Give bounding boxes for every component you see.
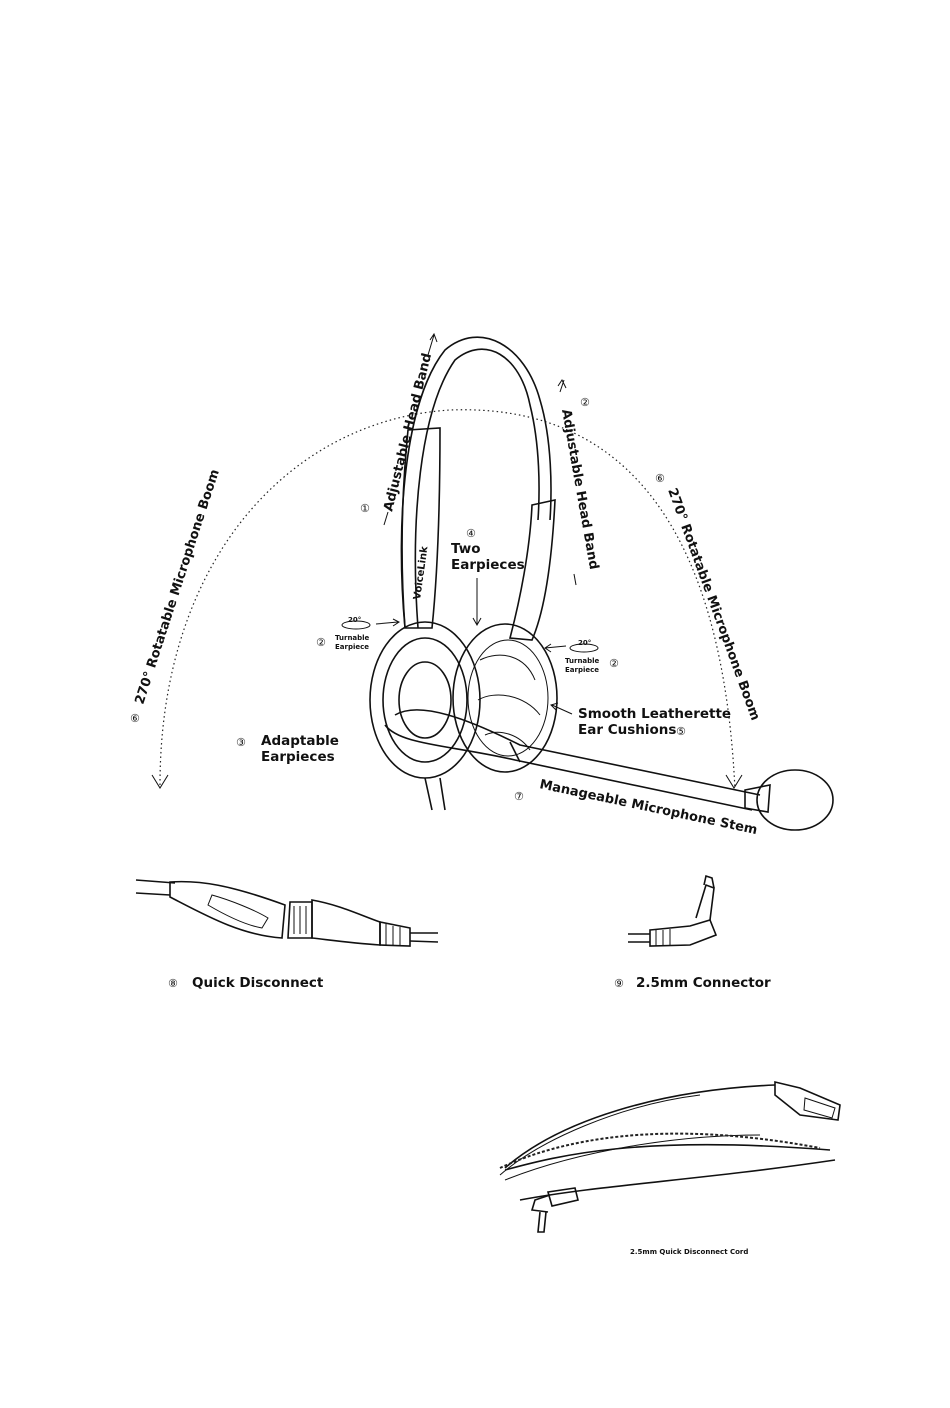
number-1: ① bbox=[360, 502, 370, 515]
number-3: ③ bbox=[236, 736, 246, 749]
rotate-icon-left bbox=[341, 620, 371, 630]
label-turnable-right-line2: Earpiece bbox=[565, 666, 599, 674]
arrow-down-headband-2 bbox=[573, 573, 577, 586]
label-cord-caption: 2.5mm Quick Disconnect Cord bbox=[630, 1248, 748, 1256]
number-2-left: ② bbox=[316, 636, 326, 649]
label-turnable-left-line2: Earpiece bbox=[335, 643, 369, 651]
number-2-right: ② bbox=[609, 657, 619, 670]
arrow-turnable-right bbox=[544, 643, 567, 653]
label-boom-left: 270° Rotatable Microphone Boom bbox=[133, 468, 223, 707]
quick-disconnect-illustration bbox=[135, 879, 439, 947]
arc-arrow-left bbox=[151, 774, 169, 789]
label-degree-right: 20° bbox=[578, 639, 591, 647]
label-turnable-left-line1: Turnable bbox=[335, 634, 370, 642]
number-8: ⑧ bbox=[168, 977, 178, 990]
arrow-up-headband-1 bbox=[427, 332, 438, 356]
number-9: ⑨ bbox=[614, 977, 624, 990]
label-adaptable-line2: Earpieces bbox=[261, 749, 335, 765]
label-two-earpieces-line1: Two bbox=[451, 541, 480, 557]
label-headband-2: Adjustable Head Band bbox=[558, 408, 601, 571]
label-cushions-line1: Smooth Leatherette bbox=[578, 706, 731, 722]
number-7: ⑦ bbox=[514, 790, 524, 803]
label-turnable-right-line1: Turnable bbox=[565, 657, 600, 665]
number-2-top: ② bbox=[580, 396, 590, 409]
number-4: ④ bbox=[466, 527, 476, 540]
arrow-turnable-left bbox=[375, 618, 400, 627]
arrow-two-earpieces bbox=[472, 578, 482, 627]
rotate-icon-right bbox=[569, 643, 599, 653]
connector-illustration bbox=[628, 874, 718, 947]
label-boom-right: 270° Rotatable Microphone Boom bbox=[664, 486, 762, 722]
arrow-up-headband-2 bbox=[557, 379, 567, 393]
label-two-earpieces-line2: Earpieces bbox=[451, 557, 525, 573]
number-6-right: ⑥ bbox=[655, 472, 665, 485]
label-stem: Manageable Microphone Stem bbox=[538, 777, 758, 838]
arc-arrow-right bbox=[725, 774, 743, 789]
arrow-down-headband-1 bbox=[383, 511, 389, 526]
coiled-cord-illustration bbox=[499, 1080, 841, 1233]
number-5: ⑤ bbox=[676, 725, 686, 738]
label-quick-disconnect: Quick Disconnect bbox=[192, 975, 324, 991]
label-degree-left: 20° bbox=[348, 616, 361, 624]
label-adaptable-line1: Adaptable bbox=[261, 733, 339, 749]
label-cushions-line2: Ear Cushions bbox=[578, 722, 676, 738]
arrow-cushions bbox=[550, 702, 573, 715]
label-connector: 2.5mm Connector bbox=[636, 975, 771, 991]
number-6-left: ⑥ bbox=[130, 712, 140, 725]
